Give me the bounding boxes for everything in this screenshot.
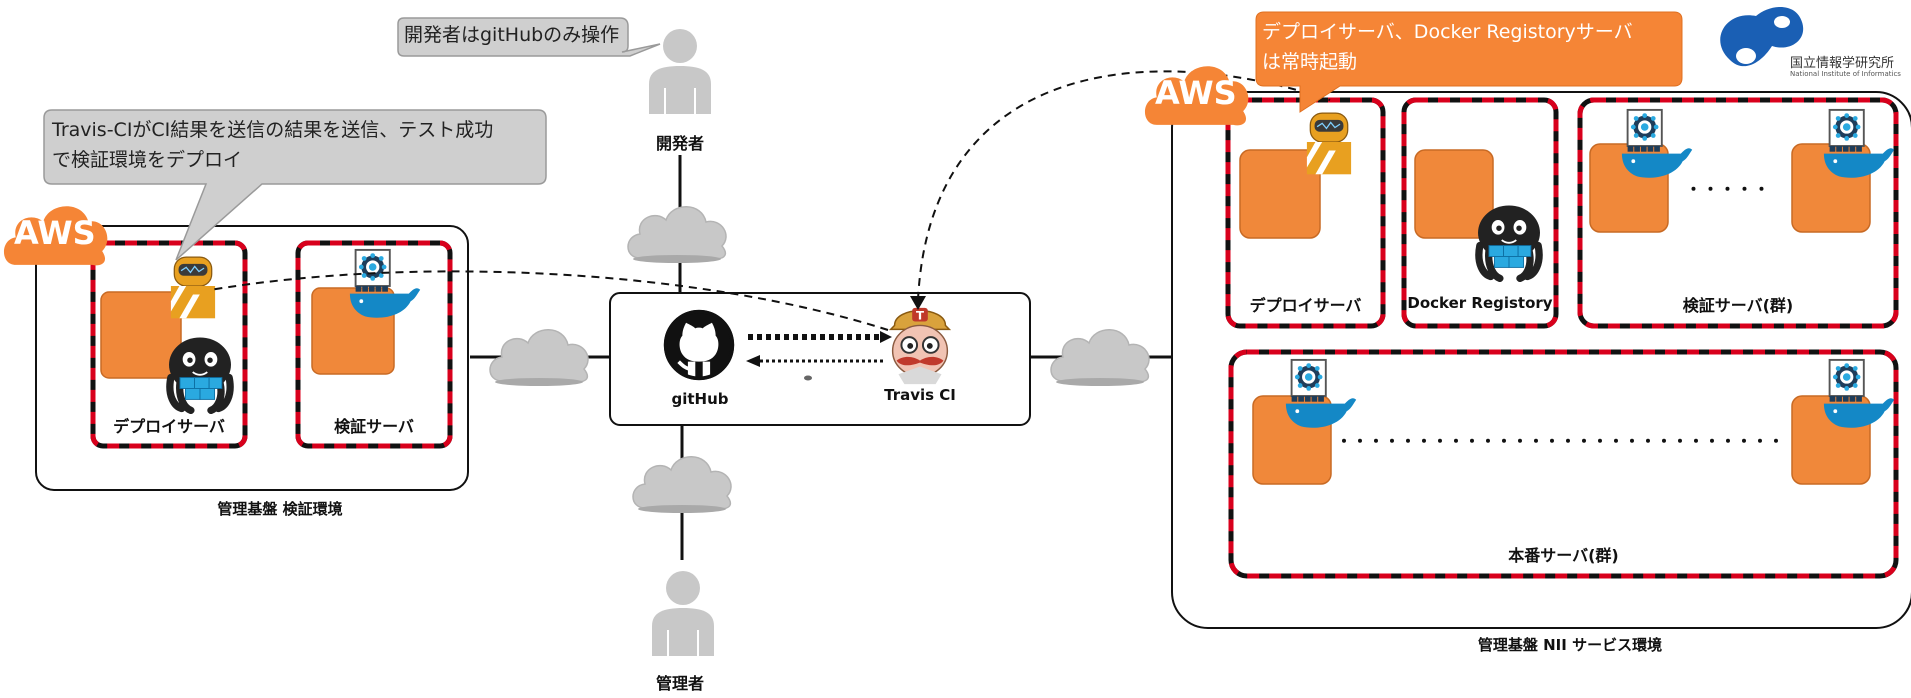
prod-group-dots: ・・・・・・・・・・・・・・・・・・・・・・・・・・・・・・ <box>1336 432 1788 451</box>
right-env-caption: 管理基盤 NII サービス環境 <box>1477 636 1663 654</box>
travis-callout-line2: で検証環境をデプロイ <box>52 149 243 171</box>
right-verify-group-box <box>1577 97 1899 329</box>
nii-logo-name: 国立情報学研究所 <box>1790 56 1895 71</box>
left-deploy-box <box>90 240 248 449</box>
github-label: gitHub <box>671 390 729 408</box>
cloud-icon <box>1050 328 1150 387</box>
nii-logo-sub: National Institute of Informatics <box>1790 70 1901 78</box>
developer-label: 開発者 <box>655 134 704 153</box>
registry-label: Docker Registory <box>1407 294 1553 312</box>
verify-group-dots: ・・・・・ <box>1685 180 1771 199</box>
prod-group-label: 本番サーバ(群) <box>1508 546 1619 565</box>
right-env-container <box>1171 91 1911 629</box>
docker-registry-octopus-icon <box>169 337 231 410</box>
hubot-robot-icon <box>1306 112 1352 176</box>
cloud-icon <box>632 455 732 514</box>
cloud-icon <box>627 205 727 264</box>
left-deploy-server-block <box>100 291 182 379</box>
right-deploy-server-block <box>1239 149 1321 239</box>
person-icon <box>648 28 712 115</box>
registry-server-block <box>1414 149 1494 239</box>
aws-callout-bubble <box>1255 11 1683 113</box>
docker-registry-octopus-icon <box>1478 205 1540 278</box>
arrow-travis-to-right-deploy <box>917 70 1331 301</box>
travis-label: Travis CI <box>884 386 956 404</box>
github-octocat-icon <box>664 310 734 380</box>
arrow-travis-to-left-deploy <box>209 270 889 331</box>
hubot-robot-icon <box>170 256 216 320</box>
travis-callout-line1: Travis-CIがCI結果を送信の結果を送信、テスト成功 <box>52 119 494 141</box>
left-env-caption: 管理基盤 検証環境 <box>217 500 343 518</box>
admin-label: 管理者 <box>655 674 704 693</box>
developer-callout-bubble <box>397 17 661 57</box>
nii-logo-icon <box>1720 6 1804 67</box>
left-verify-server-label: 検証サーバ <box>334 417 414 436</box>
cloud-icon <box>489 328 589 387</box>
travis-callout-bubble <box>43 109 547 261</box>
verify-group-label: 検証サーバ(群) <box>1682 296 1794 315</box>
left-deploy-server-label: デプロイサーバ <box>113 417 225 436</box>
aws-callout-line2: は常時起動 <box>1262 51 1358 73</box>
right-deploy-server-label: デプロイサーバ <box>1249 296 1362 315</box>
left-verify-box <box>295 240 453 449</box>
aws-callout-line1: デプロイサーバ、Docker Registoryサーバ <box>1262 21 1633 43</box>
right-registry-box <box>1401 97 1559 329</box>
left-aws-label: AWS <box>14 214 96 252</box>
right-aws-label: AWS <box>1155 74 1237 112</box>
right-prod-group-box <box>1228 349 1899 579</box>
developer-callout-text: 開発者はgitHubのみ操作 <box>404 24 620 46</box>
person-icon <box>651 570 715 657</box>
